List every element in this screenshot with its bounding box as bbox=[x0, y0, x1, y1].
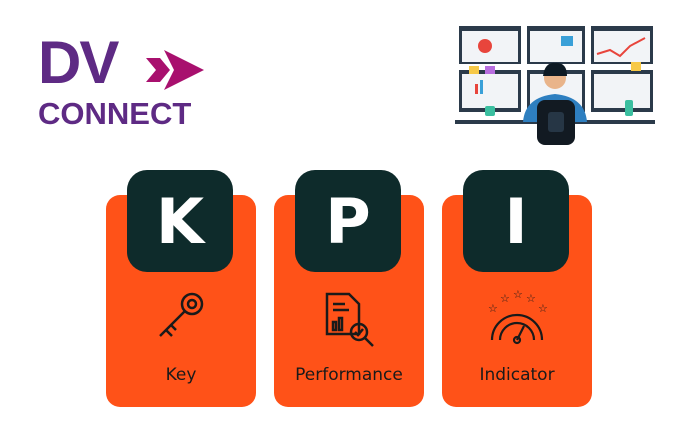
svg-text:☆: ☆ bbox=[488, 302, 498, 315]
svg-text:☆: ☆ bbox=[538, 302, 548, 315]
logo-connect: CONNECT bbox=[38, 96, 192, 131]
key-icon bbox=[106, 290, 256, 344]
dv-connect-logo: DV CONNECT bbox=[38, 29, 208, 131]
kpi-label: Indicator bbox=[479, 365, 555, 385]
svg-text:☆: ☆ bbox=[513, 290, 523, 301]
play-arrow-icon bbox=[146, 50, 204, 90]
gauge-stars-icon: ☆☆☆☆☆ bbox=[442, 290, 592, 350]
logo-dv: DV bbox=[38, 29, 119, 96]
letter-tile: K bbox=[127, 170, 233, 272]
kpi-label: Key bbox=[165, 365, 197, 385]
letter-tile: I bbox=[463, 170, 569, 272]
kpi-label: Performance bbox=[295, 365, 403, 385]
svg-text:☆: ☆ bbox=[526, 292, 536, 305]
svg-text:☆: ☆ bbox=[500, 292, 510, 305]
letter-tile: P bbox=[295, 170, 401, 272]
report-magnifier-icon bbox=[274, 290, 424, 350]
analyst-monitors-illustration bbox=[455, 26, 655, 145]
